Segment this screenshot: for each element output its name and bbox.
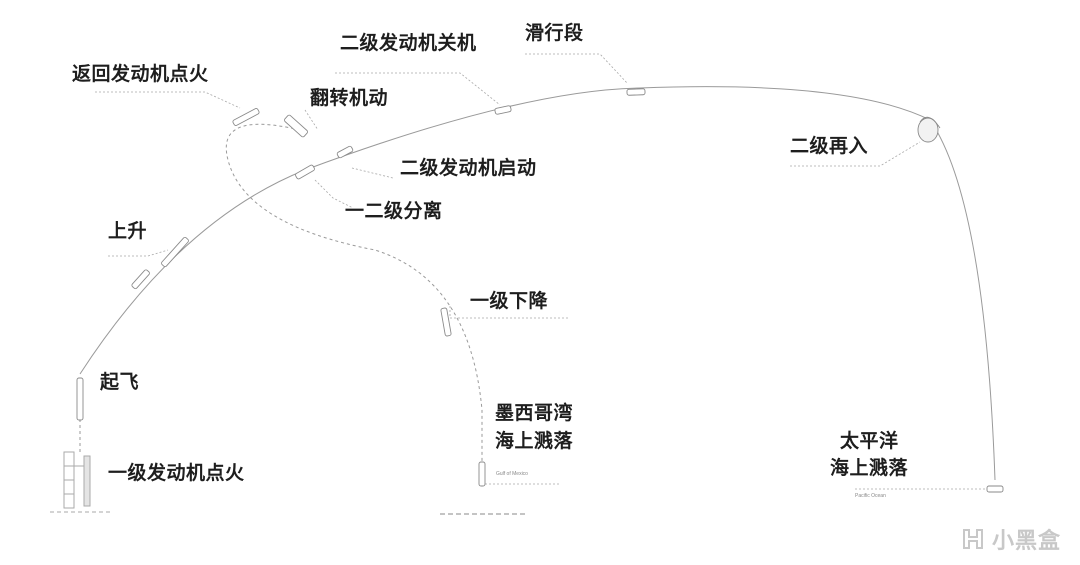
label-pacific-splashdown-line2: 海上溅落 <box>830 457 909 479</box>
vehicle-boostback <box>232 108 260 126</box>
vehicle-flip <box>284 114 308 138</box>
label-second-stage-cutoff: 二级发动机关机 <box>340 32 477 54</box>
vehicle-cutoff <box>494 105 512 115</box>
label-gulf-splashdown-line1: 墨西哥湾 <box>495 402 574 424</box>
label-pacific-ocean: Pacific Ocean <box>855 493 886 499</box>
label-first-stage-ignition: 一级发动机点火 <box>108 462 245 484</box>
label-flip-maneuver: 翻转机动 <box>310 87 389 109</box>
label-coast-phase: 滑行段 <box>525 22 584 44</box>
label-boostback-burn: 返回发动机点火 <box>72 63 209 85</box>
label-second-stage-ignition: 二级发动机启动 <box>400 157 537 179</box>
vehicle-ascent <box>131 236 189 290</box>
booster-return-trajectory <box>225 123 483 478</box>
vehicle-coast <box>626 88 646 96</box>
vehicle-liftoff <box>76 377 84 421</box>
vehicle-pacific-landing <box>986 485 1004 493</box>
label-pacific-splashdown-line1: 太平洋 <box>840 430 899 452</box>
label-first-stage-descent: 一级下降 <box>470 290 549 312</box>
vehicle-descent <box>440 307 452 337</box>
label-second-stage-reentry: 二级再入 <box>790 135 869 157</box>
watermark: 小黑盒 <box>960 523 1061 555</box>
label-ascent: 上升 <box>108 220 148 242</box>
leader-lines <box>95 53 985 490</box>
launch-tower <box>50 451 110 513</box>
label-gulf-splashdown-line2: 海上溅落 <box>495 430 574 452</box>
vehicle-gulf-landing <box>440 461 525 515</box>
label-liftoff: 起飞 <box>100 371 140 393</box>
label-gulf-of-mexico: Gulf of Mexico <box>496 471 528 477</box>
ascent-trajectory <box>79 86 996 481</box>
label-stage-separation: 一二级分离 <box>345 200 443 222</box>
vehicle-reentry <box>917 116 941 143</box>
heybox-logo-icon <box>963 529 983 549</box>
watermark-text: 小黑盒 <box>992 529 1062 554</box>
vehicle-separation <box>295 145 354 180</box>
